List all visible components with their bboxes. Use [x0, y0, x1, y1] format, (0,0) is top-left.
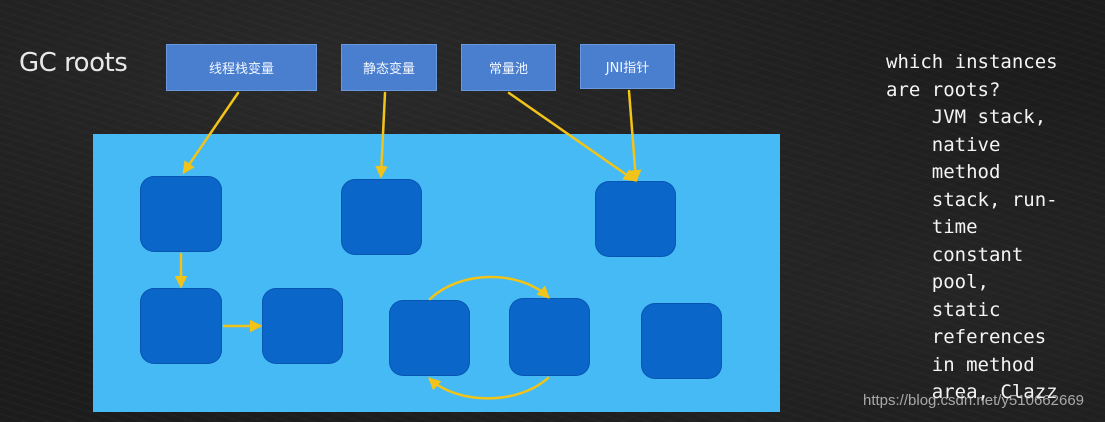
notes-line: references [886, 326, 1047, 348]
diagram-title: GC roots [19, 48, 128, 78]
heap-object-reachable-5 [262, 288, 343, 364]
notes-line: in method [886, 353, 1035, 376]
watermark-url: https://blog.csdn.net/y510662669 [863, 392, 1085, 409]
arrow-jni-to-object [627, 89, 642, 183]
gc-root-jni-pointers: JNI指针 [580, 44, 675, 89]
arrow-cycle-top [428, 275, 550, 301]
notes-text: which instances are roots? JVM stack, na… [886, 49, 1058, 407]
gc-root-constant-pool: 常量池 [461, 44, 556, 91]
heap-object-reachable-1 [140, 176, 222, 252]
arrow-thread-stack-to-object [182, 91, 240, 175]
heap-object-unreferenced [641, 303, 722, 379]
heap-object-reachable-3 [595, 181, 676, 257]
heap-object-cycle-a [389, 300, 470, 376]
notes-line: JVM stack, [886, 106, 1047, 128]
arrow-static-to-object [375, 91, 388, 179]
notes-line: method [886, 161, 1001, 183]
gc-root-thread-stack-variables: 线程栈变量 [166, 44, 317, 91]
notes-line: constant [886, 243, 1024, 266]
notes-line: which instances [886, 51, 1058, 73]
notes-line: static [886, 298, 1001, 321]
notes-line: native [886, 133, 1001, 156]
notes-line: area, Clazz [886, 381, 1058, 403]
gc-root-static-variables: 静态变量 [341, 44, 437, 91]
notes-line: time [886, 216, 978, 238]
notes-line: are roots? [886, 78, 1001, 101]
heap-object-reachable-4 [140, 288, 222, 364]
arrow-constant-pool-to-object [507, 91, 637, 182]
notes-line: pool, [886, 271, 989, 293]
notes-line: stack, run- [886, 188, 1058, 211]
heap-object-reachable-2 [341, 179, 422, 255]
heap-object-cycle-b [509, 298, 590, 376]
arrow-cycle-bottom [428, 376, 550, 400]
